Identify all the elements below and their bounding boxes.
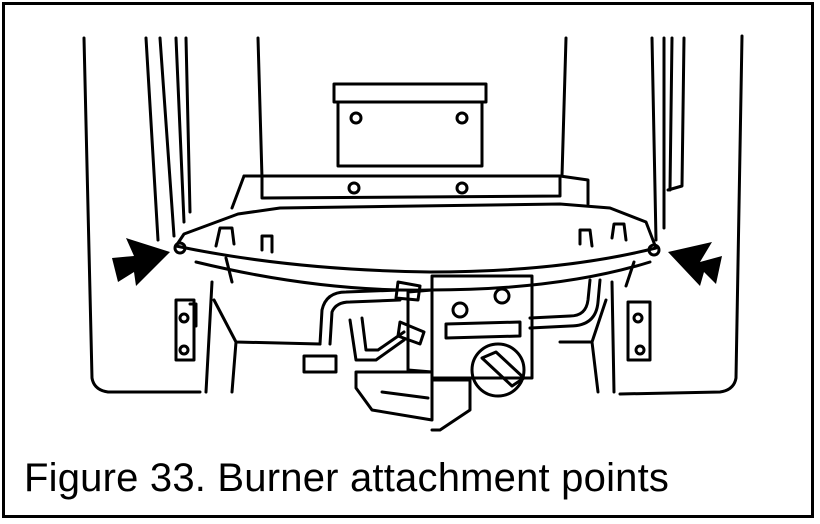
arrow-left-icon (668, 242, 722, 286)
left-attachment-point (173, 241, 187, 255)
right-attachment-point (647, 243, 661, 257)
top-bracket (332, 82, 488, 104)
gas-pipe (318, 288, 402, 346)
control-knob (470, 342, 526, 398)
cabinet-left-wall (82, 36, 202, 394)
cabinet-right-wall (618, 34, 744, 396)
gas-valve (430, 274, 534, 380)
burner-illustration (82, 34, 744, 432)
figure-caption: Figure 33. Burner attachment points (24, 456, 670, 500)
arrow-right-icon (112, 238, 170, 286)
burner-tray (174, 202, 658, 274)
